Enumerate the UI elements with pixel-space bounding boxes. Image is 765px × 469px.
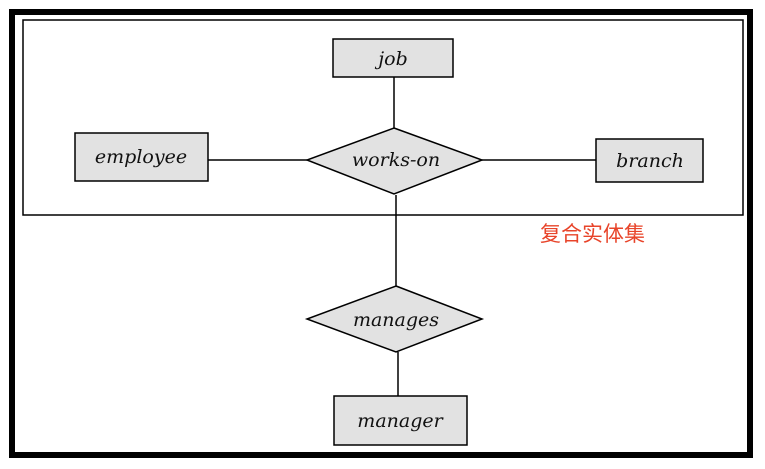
entity-branch-box [595,138,704,183]
aggregation-label: 复合实体集 [540,222,645,246]
relationship-works-on-diamond [304,127,485,195]
entity-branch-label: branch [616,150,684,172]
relationship-works-on-label: works-on [352,149,440,171]
entity-job-box [332,38,454,78]
relationship-manages-label: manages [353,309,439,331]
entity-manager-box [333,395,468,446]
entity-job[interactable]: job [332,38,454,78]
entity-branch[interactable]: branch [595,138,704,183]
entity-employee[interactable]: employee [74,132,209,182]
relationship-works-on[interactable]: works-on [304,127,485,195]
outer-frame [9,9,753,458]
entity-manager[interactable]: manager [333,395,468,446]
entity-employee-box [74,132,209,182]
aggregation-box [22,19,744,216]
entity-employee-label: employee [95,146,187,168]
relationship-manages-diamond [304,285,485,353]
relationship-manages[interactable]: manages [304,285,485,353]
entity-job-label: job [374,48,408,70]
entity-manager-label: manager [357,410,444,432]
